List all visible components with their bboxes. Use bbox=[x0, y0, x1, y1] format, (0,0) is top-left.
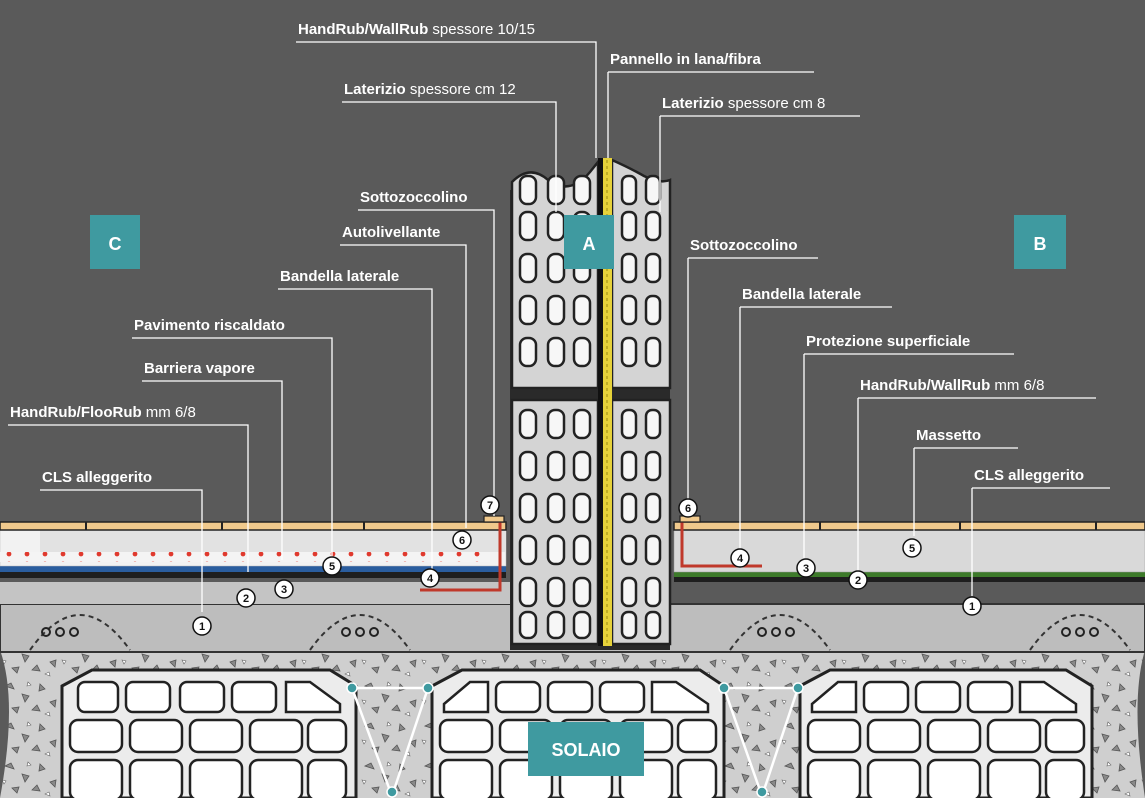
left-heating-pipes bbox=[0, 552, 490, 562]
marker-left-2-text: 2 bbox=[243, 593, 249, 605]
marker-right-3: 3 bbox=[796, 558, 816, 578]
label-left-pavimento: Pavimento riscaldato bbox=[134, 317, 285, 334]
marker-left-1-text: 1 bbox=[199, 621, 205, 633]
label-left-bandella: Bandella laterale bbox=[280, 268, 399, 285]
marker-left-5: 5 bbox=[322, 556, 342, 576]
right-tile-floor bbox=[673, 521, 1145, 531]
marker-left-3: 3 bbox=[274, 579, 294, 599]
left-skirting bbox=[483, 515, 505, 523]
marker-right-2: 2 bbox=[848, 570, 868, 590]
brick-8cm-lower bbox=[610, 398, 672, 646]
section-tag-c-text: C bbox=[109, 234, 122, 254]
brick-8cm-upper bbox=[610, 158, 672, 390]
marker-left-1: 1 bbox=[192, 616, 212, 636]
section-tag-b: B bbox=[1014, 215, 1066, 269]
label-right-handrub: HandRub/WallRub mm 6/8 bbox=[860, 377, 1044, 394]
section-tag-a-text: A bbox=[583, 234, 596, 254]
label-laterizio-12: Laterizio spessore cm 12 bbox=[344, 81, 516, 98]
label-left-cls: CLS alleggerito bbox=[42, 469, 152, 486]
right-surface-protection bbox=[674, 572, 1145, 577]
marker-right-1: 1 bbox=[962, 596, 982, 616]
left-vapor-barrier bbox=[0, 566, 506, 572]
label-pannello: Pannello in lana/fibra bbox=[610, 51, 762, 68]
marker-left-6: 6 bbox=[452, 530, 472, 550]
label-left-autolivellante: Autolivellante bbox=[342, 224, 440, 241]
slab-solaio bbox=[0, 650, 1145, 798]
number-markers: 1 2 3 4 5 6 7 1 2 3 4 5 6 bbox=[192, 495, 982, 636]
marker-right-6: 6 bbox=[678, 498, 698, 518]
label-right-massetto: Massetto bbox=[916, 427, 981, 444]
handrub-wallrub-strip bbox=[598, 158, 603, 646]
section-tag-a: A bbox=[564, 215, 614, 269]
marker-right-4: 4 bbox=[730, 548, 750, 568]
right-rubber-layer bbox=[674, 576, 1145, 582]
left-self-leveling bbox=[40, 530, 506, 552]
label-left-barriera: Barriera vapore bbox=[144, 360, 255, 377]
left-floor-build-up bbox=[0, 515, 507, 592]
marker-left-4-text: 4 bbox=[427, 573, 434, 585]
leader-lines bbox=[8, 41, 1110, 612]
marker-right-3-text: 3 bbox=[803, 563, 809, 575]
hollow-block-1 bbox=[60, 668, 358, 798]
slab-right-edge bbox=[1137, 650, 1145, 798]
marker-right-4-text: 4 bbox=[737, 553, 744, 565]
label-right-cls: CLS alleggerito bbox=[974, 467, 1084, 484]
section-tag-b-text: B bbox=[1034, 234, 1047, 254]
label-left-sottozoccolino: Sottozoccolino bbox=[360, 189, 468, 206]
label-left-handrub: HandRub/FlooRub mm 6/8 bbox=[10, 404, 196, 421]
rebar-truss-1 bbox=[346, 682, 434, 798]
section-tag-c: C bbox=[90, 215, 140, 269]
marker-right-5: 5 bbox=[902, 538, 922, 558]
marker-left-3-text: 3 bbox=[281, 584, 287, 596]
marker-right-5-text: 5 bbox=[909, 543, 915, 555]
marker-left-2: 2 bbox=[236, 588, 256, 608]
marker-left-7-text: 7 bbox=[487, 500, 493, 512]
marker-left-4: 4 bbox=[420, 568, 440, 588]
marker-left-7: 7 bbox=[480, 495, 500, 515]
section-tag-solaio: SOLAIO bbox=[528, 722, 644, 776]
left-side-band bbox=[420, 516, 502, 592]
left-tile-floor bbox=[0, 521, 507, 531]
left-rubber-layer bbox=[0, 572, 506, 578]
label-right-sottozoccolino: Sottozoccolino bbox=[690, 237, 798, 254]
marker-right-2-text: 2 bbox=[855, 575, 861, 587]
marker-left-6-text: 6 bbox=[459, 535, 465, 547]
label-right-bandella: Bandella laterale bbox=[742, 286, 861, 303]
slab-left-edge bbox=[0, 650, 9, 798]
hollow-block-3 bbox=[798, 668, 1094, 798]
label-handrub-wallrub-wall: HandRub/WallRub spessore 10/15 bbox=[298, 21, 535, 38]
marker-right-1-text: 1 bbox=[969, 601, 975, 613]
marker-right-6-text: 6 bbox=[685, 503, 691, 515]
section-tag-solaio-text: SOLAIO bbox=[551, 740, 620, 760]
label-laterizio-8: Laterizio spessore cm 8 bbox=[662, 95, 825, 112]
rebar-truss-2 bbox=[718, 682, 804, 798]
marker-left-5-text: 5 bbox=[329, 561, 335, 573]
label-right-protezione: Protezione superficiale bbox=[806, 333, 970, 350]
